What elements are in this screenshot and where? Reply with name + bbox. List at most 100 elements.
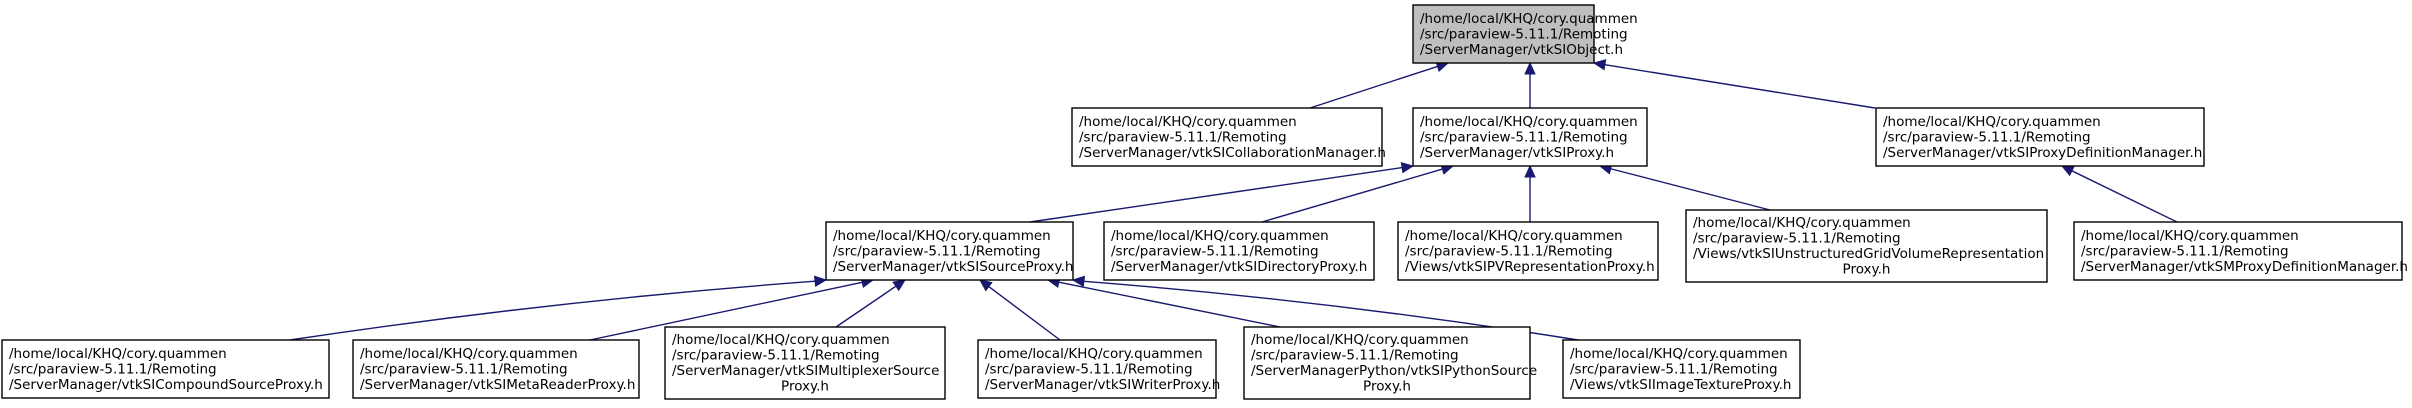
node-box xyxy=(1685,209,2048,283)
node-vtkSIPVRepresentationProxy[interactable]: /home/local/KHQ/cory.quammen/src/paravie… xyxy=(1397,221,1659,281)
node-vtkSMProxyDefinitionManager[interactable]: /home/local/KHQ/cory.quammen/src/paravie… xyxy=(2073,221,2408,281)
node-box xyxy=(1243,326,1531,400)
node-label-line: Proxy.h xyxy=(781,379,829,395)
node-vtkSIWriterProxy[interactable]: /home/local/KHQ/cory.quammen/src/paravie… xyxy=(977,339,1220,399)
edge-vtkSICompoundSourceProxy-to-vtkSISourceProxy xyxy=(289,280,816,341)
node-label-line: /home/local/KHQ/cory.quammen xyxy=(1251,332,1469,348)
node-vtkSIDirectoryProxy[interactable]: /home/local/KHQ/cory.quammen/src/paravie… xyxy=(1103,221,1375,281)
node-label-line: /home/local/KHQ/cory.quammen xyxy=(2081,228,2299,244)
node-label-line: /home/local/KHQ/cory.quammen xyxy=(360,346,578,362)
node-label-line: /home/local/KHQ/cory.quammen xyxy=(1570,346,1788,362)
arrowhead xyxy=(1592,59,1607,71)
edge-vtkSICollaborationManager-to-vtkSIObject xyxy=(1309,65,1438,109)
edge-vtkSIPythonSourceProxy-to-vtkSISourceProxy xyxy=(1058,281,1281,328)
node-vtkSIImageTextureProxy[interactable]: /home/local/KHQ/cory.quammen/src/paravie… xyxy=(1562,339,1801,399)
node-label-line: /ServerManager/vtkSIObject.h xyxy=(1420,42,1623,58)
arrowhead xyxy=(2060,165,2075,177)
node-box xyxy=(977,339,1217,399)
node-box xyxy=(1412,107,1648,167)
edge-vtkSIUnstructuredGridVolumeRepresentationProxy-to-vtkSIProxy xyxy=(1610,168,1771,211)
node-label-line: /ServerManager/vtkSISourceProxy.h xyxy=(833,259,1073,275)
node-label-line: /ServerManager/vtkSIDirectoryProxy.h xyxy=(1111,259,1367,275)
node-label-line: /home/local/KHQ/cory.quammen xyxy=(1420,11,1638,27)
node-vtkSIPythonSourceProxy[interactable]: /home/local/KHQ/cory.quammen/src/paravie… xyxy=(1243,326,1537,400)
node-label-line: /Views/vtkSIUnstructuredGridVolumeRepres… xyxy=(1693,246,2044,262)
node-label-line: /home/local/KHQ/cory.quammen xyxy=(1693,215,1911,231)
node-label-line: /src/paraview-5.11.1/Remoting xyxy=(833,243,1041,259)
node-vtkSIProxy[interactable]: /home/local/KHQ/cory.quammen/src/paravie… xyxy=(1412,107,1648,167)
node-vtkSIUnstructuredGridVolumeRepresentationProxy[interactable]: /home/local/KHQ/cory.quammen/src/paravie… xyxy=(1685,209,2048,283)
arrowhead xyxy=(1524,164,1536,178)
node-vtkSICompoundSourceProxy[interactable]: /home/local/KHQ/cory.quammen/src/paravie… xyxy=(1,339,330,399)
node-label-line: /Views/vtkSIPVRepresentationProxy.h xyxy=(1405,259,1655,275)
edge-vtkSIDirectoryProxy-to-vtkSIProxy xyxy=(1261,168,1443,223)
edge-vtkSIWriterProxy-to-vtkSISourceProxy xyxy=(988,286,1061,341)
node-label-line: /home/local/KHQ/cory.quammen xyxy=(672,332,890,348)
node-label-line: /src/paraview-5.11.1/Remoting xyxy=(1405,243,1613,259)
node-label-line: /src/paraview-5.11.1/Remoting xyxy=(1883,129,2091,145)
arrowhead xyxy=(979,279,993,292)
arrowhead xyxy=(892,279,906,292)
node-label-line: /src/paraview-5.11.1/Remoting xyxy=(9,361,217,377)
node-box xyxy=(1412,4,1595,64)
node-box xyxy=(2073,221,2403,281)
node-label-line: /src/paraview-5.11.1/Remoting xyxy=(1079,129,1287,145)
node-box xyxy=(352,339,640,399)
node-layer: /home/local/KHQ/cory.quammen/src/paravie… xyxy=(1,4,2408,400)
arrowhead xyxy=(1524,61,1536,75)
node-label-line: /src/paraview-5.11.1/Remoting xyxy=(1420,129,1628,145)
node-label-line: /ServerManager/vtkSIMetaReaderProxy.h xyxy=(360,377,635,393)
edge-vtkSIMetaReaderProxy-to-vtkSISourceProxy xyxy=(589,281,863,341)
node-box xyxy=(1397,221,1659,281)
node-box xyxy=(1071,107,1383,167)
edge-layer xyxy=(289,59,2178,341)
node-box xyxy=(664,326,946,400)
node-label-line: /home/local/KHQ/cory.quammen xyxy=(9,346,227,362)
node-label-line: /ServerManager/vtkSICompoundSourceProxy.… xyxy=(9,377,323,393)
node-box xyxy=(1562,339,1801,399)
node-label-line: /home/local/KHQ/cory.quammen xyxy=(1079,114,1297,130)
node-label-line: Proxy.h xyxy=(1363,379,1411,395)
node-box xyxy=(825,221,1074,281)
node-label-line: /src/paraview-5.11.1/Remoting xyxy=(1420,26,1628,42)
node-label-line: /Views/vtkSIImageTextureProxy.h xyxy=(1570,377,1791,393)
node-label-line: /home/local/KHQ/cory.quammen xyxy=(1111,228,1329,244)
node-label-line: /home/local/KHQ/cory.quammen xyxy=(1883,114,2101,130)
node-label-line: /ServerManagerPython/vtkSIPythonSource xyxy=(1251,363,1537,379)
node-label-line: /ServerManager/vtkSIWriterProxy.h xyxy=(985,377,1220,393)
node-label-line: /ServerManager/vtkSIProxyDefinitionManag… xyxy=(1883,145,2202,161)
node-vtkSISourceProxy[interactable]: /home/local/KHQ/cory.quammen/src/paravie… xyxy=(825,221,1074,281)
node-vtkSIProxyDefinitionManager[interactable]: /home/local/KHQ/cory.quammen/src/paravie… xyxy=(1875,107,2205,167)
node-label-line: /src/paraview-5.11.1/Remoting xyxy=(1111,243,1319,259)
arrowhead xyxy=(813,275,828,288)
node-label-line: /home/local/KHQ/cory.quammen xyxy=(1405,228,1623,244)
edge-vtkSMProxyDefinitionManager-to-vtkSIProxyDefinitionManager xyxy=(2071,170,2178,223)
node-vtkSIMetaReaderProxy[interactable]: /home/local/KHQ/cory.quammen/src/paravie… xyxy=(352,339,640,399)
node-box xyxy=(1875,107,2205,167)
root-node-vtkSIObject: /home/local/KHQ/cory.quammen/src/paravie… xyxy=(1412,4,1638,64)
node-label-line: /src/paraview-5.11.1/Remoting xyxy=(360,361,568,377)
node-label-line: Proxy.h xyxy=(1843,262,1891,278)
node-label-line: /src/paraview-5.11.1/Remoting xyxy=(1251,348,1459,364)
node-box xyxy=(1,339,330,399)
edge-vtkSISourceProxy-to-vtkSIProxy xyxy=(1029,166,1403,223)
edge-vtkSIMultiplexerSourceProxy-to-vtkSISourceProxy xyxy=(835,285,897,328)
node-label-line: /ServerManager/vtkSIMultiplexerSource xyxy=(672,363,939,379)
node-vtkSIMultiplexerSourceProxy[interactable]: /home/local/KHQ/cory.quammen/src/paravie… xyxy=(664,326,946,400)
node-label-line: /src/paraview-5.11.1/Remoting xyxy=(2081,243,2289,259)
node-vtkSICollaborationManager[interactable]: /home/local/KHQ/cory.quammen/src/paravie… xyxy=(1071,107,1386,167)
node-label-line: /home/local/KHQ/cory.quammen xyxy=(1420,114,1638,130)
arrowhead xyxy=(1400,161,1415,174)
node-label-line: /ServerManager/vtkSMProxyDefinitionManag… xyxy=(2081,259,2408,275)
node-label-line: /src/paraview-5.11.1/Remoting xyxy=(1570,361,1778,377)
edge-vtkSIProxyDefinitionManager-to-vtkSIObject xyxy=(1604,64,1876,109)
node-label-line: /src/paraview-5.11.1/Remoting xyxy=(1693,231,1901,247)
node-label-line: /src/paraview-5.11.1/Remoting xyxy=(985,361,1193,377)
arrowhead xyxy=(1071,275,1086,288)
node-box xyxy=(1103,221,1375,281)
node-label-line: /src/paraview-5.11.1/Remoting xyxy=(672,348,880,364)
node-label-line: /home/local/KHQ/cory.quammen xyxy=(985,346,1203,362)
node-label-line: /ServerManager/vtkSICollaborationManager… xyxy=(1079,145,1386,161)
node-label-line: /home/local/KHQ/cory.quammen xyxy=(833,228,1051,244)
